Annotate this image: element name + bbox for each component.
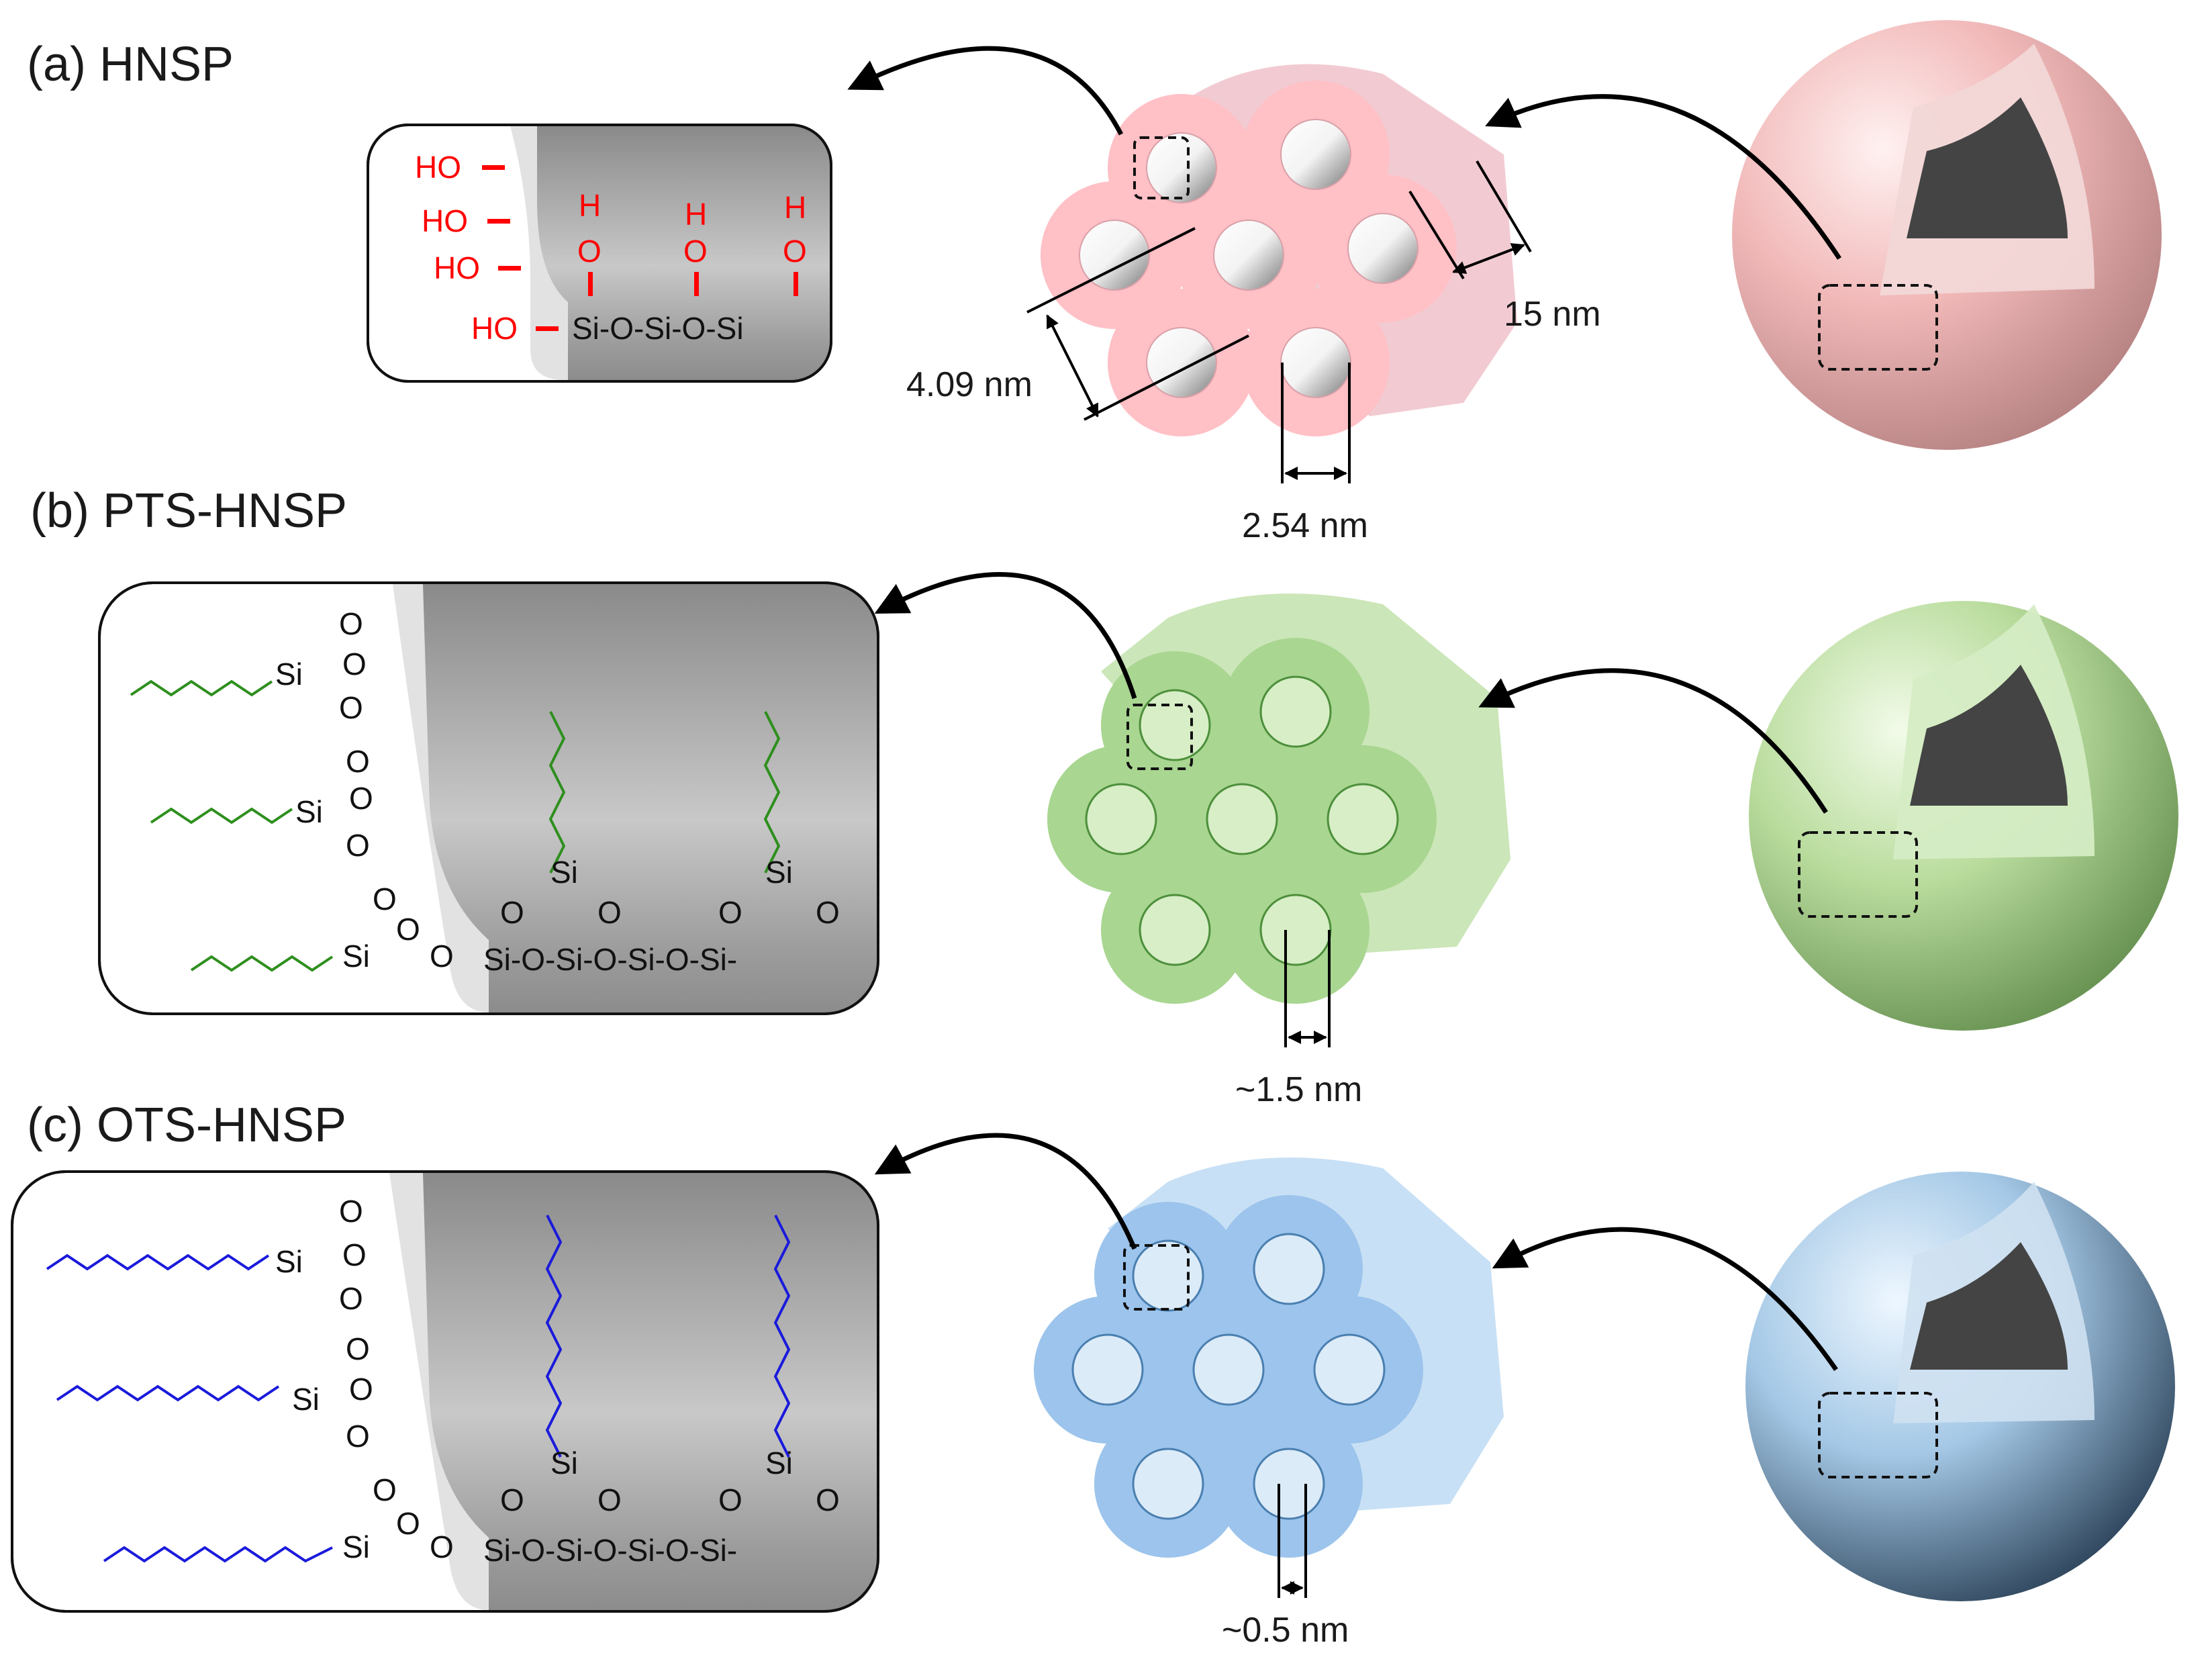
svg-text:O: O [783, 234, 807, 269]
svg-text:O: O [430, 1529, 454, 1564]
arrows-b [874, 572, 1828, 814]
svg-text:O: O [683, 234, 708, 269]
svg-text:O: O [500, 895, 524, 930]
svg-text:O: O [346, 828, 370, 863]
svg-text:O: O [396, 1506, 420, 1541]
svg-text:O: O [339, 1281, 363, 1316]
panel-b-label: (b) PTS-HNSP [30, 484, 347, 538]
svg-text:O: O [342, 1237, 367, 1272]
svg-text:O: O [597, 1482, 622, 1517]
svg-text:O: O [577, 234, 602, 269]
svg-text:O: O [346, 1331, 370, 1366]
pore-size-b-label: ~1.5 nm [1235, 1070, 1362, 1109]
svg-text:Si: Si [275, 1244, 303, 1279]
pore-size-a-label: 2.54 nm [1242, 506, 1368, 545]
hollow-sphere-a [1732, 20, 2162, 450]
particle-length-label: 15 nm [1504, 295, 1601, 334]
svg-text:O: O [816, 895, 840, 930]
svg-text:Si-O-Si-O-Si-O-Si-: Si-O-Si-O-Si-O-Si- [483, 942, 737, 977]
svg-text:Si-O-Si-O-Si: Si-O-Si-O-Si [572, 311, 744, 346]
panel-a: (a) HNSP HO HO HO HO HO HO HO Si-O-Si-O-… [27, 20, 2162, 545]
svg-text:O: O [396, 912, 420, 947]
hollow-sphere-b [1749, 601, 2178, 1031]
svg-text:O: O [349, 781, 373, 816]
svg-text:Si-O-Si-O-Si-O-Si-: Si-O-Si-O-Si-O-Si- [483, 1533, 737, 1568]
wall-thickness-label: 4.09 nm [906, 365, 1032, 404]
surface-chemistry-box-a: HO HO HO HO HO HO HO Si-O-Si-O-Si [367, 124, 832, 383]
svg-text:Si: Si [295, 794, 323, 829]
svg-text:O: O [339, 690, 363, 725]
panel-a-label: (a) HNSP [27, 38, 234, 91]
svg-text:Si: Si [765, 1446, 793, 1480]
pore-size-c-label: ~0.5 nm [1222, 1611, 1349, 1650]
svg-text:Si: Si [292, 1382, 320, 1417]
svg-text:O: O [349, 1372, 373, 1407]
arrows-c [874, 1133, 1838, 1371]
svg-text:Si: Si [550, 855, 578, 890]
svg-text:O: O [346, 744, 370, 779]
svg-text:HO: HO [471, 311, 518, 346]
svg-text:O: O [500, 1482, 524, 1517]
svg-text:O: O [718, 895, 742, 930]
svg-text:O: O [342, 647, 367, 681]
svg-text:H: H [579, 188, 601, 223]
svg-text:O: O [373, 1472, 397, 1507]
svg-text:Si: Si [765, 855, 793, 890]
panel-c-label: (c) OTS-HNSP [27, 1098, 346, 1152]
svg-text:HO: HO [434, 250, 480, 285]
arrows-a [847, 46, 1841, 260]
pore-bundle-c [1034, 1158, 1504, 1598]
svg-text:O: O [339, 606, 363, 641]
svg-text:H: H [784, 190, 806, 225]
svg-text:O: O [718, 1482, 742, 1517]
svg-text:Si: Si [275, 657, 303, 692]
svg-text:Si: Si [342, 1529, 370, 1564]
svg-text:O: O [339, 1194, 363, 1229]
hollow-sphere-c [1745, 1172, 2175, 1601]
svg-text:HO: HO [422, 203, 468, 238]
svg-text:H: H [685, 197, 707, 232]
pore-bundle-b [1047, 594, 1510, 1047]
dimension-annotations-a [1026, 160, 1532, 483]
svg-text:O: O [816, 1482, 840, 1517]
svg-text:O: O [346, 1419, 370, 1454]
svg-text:O: O [373, 882, 397, 916]
svg-text:O: O [430, 939, 454, 974]
pore-bundle-a [1041, 64, 1517, 436]
svg-text:HO: HO [415, 150, 461, 185]
svg-text:Si: Si [342, 939, 370, 974]
svg-text:O: O [597, 895, 622, 930]
svg-text:Si: Si [550, 1446, 578, 1480]
